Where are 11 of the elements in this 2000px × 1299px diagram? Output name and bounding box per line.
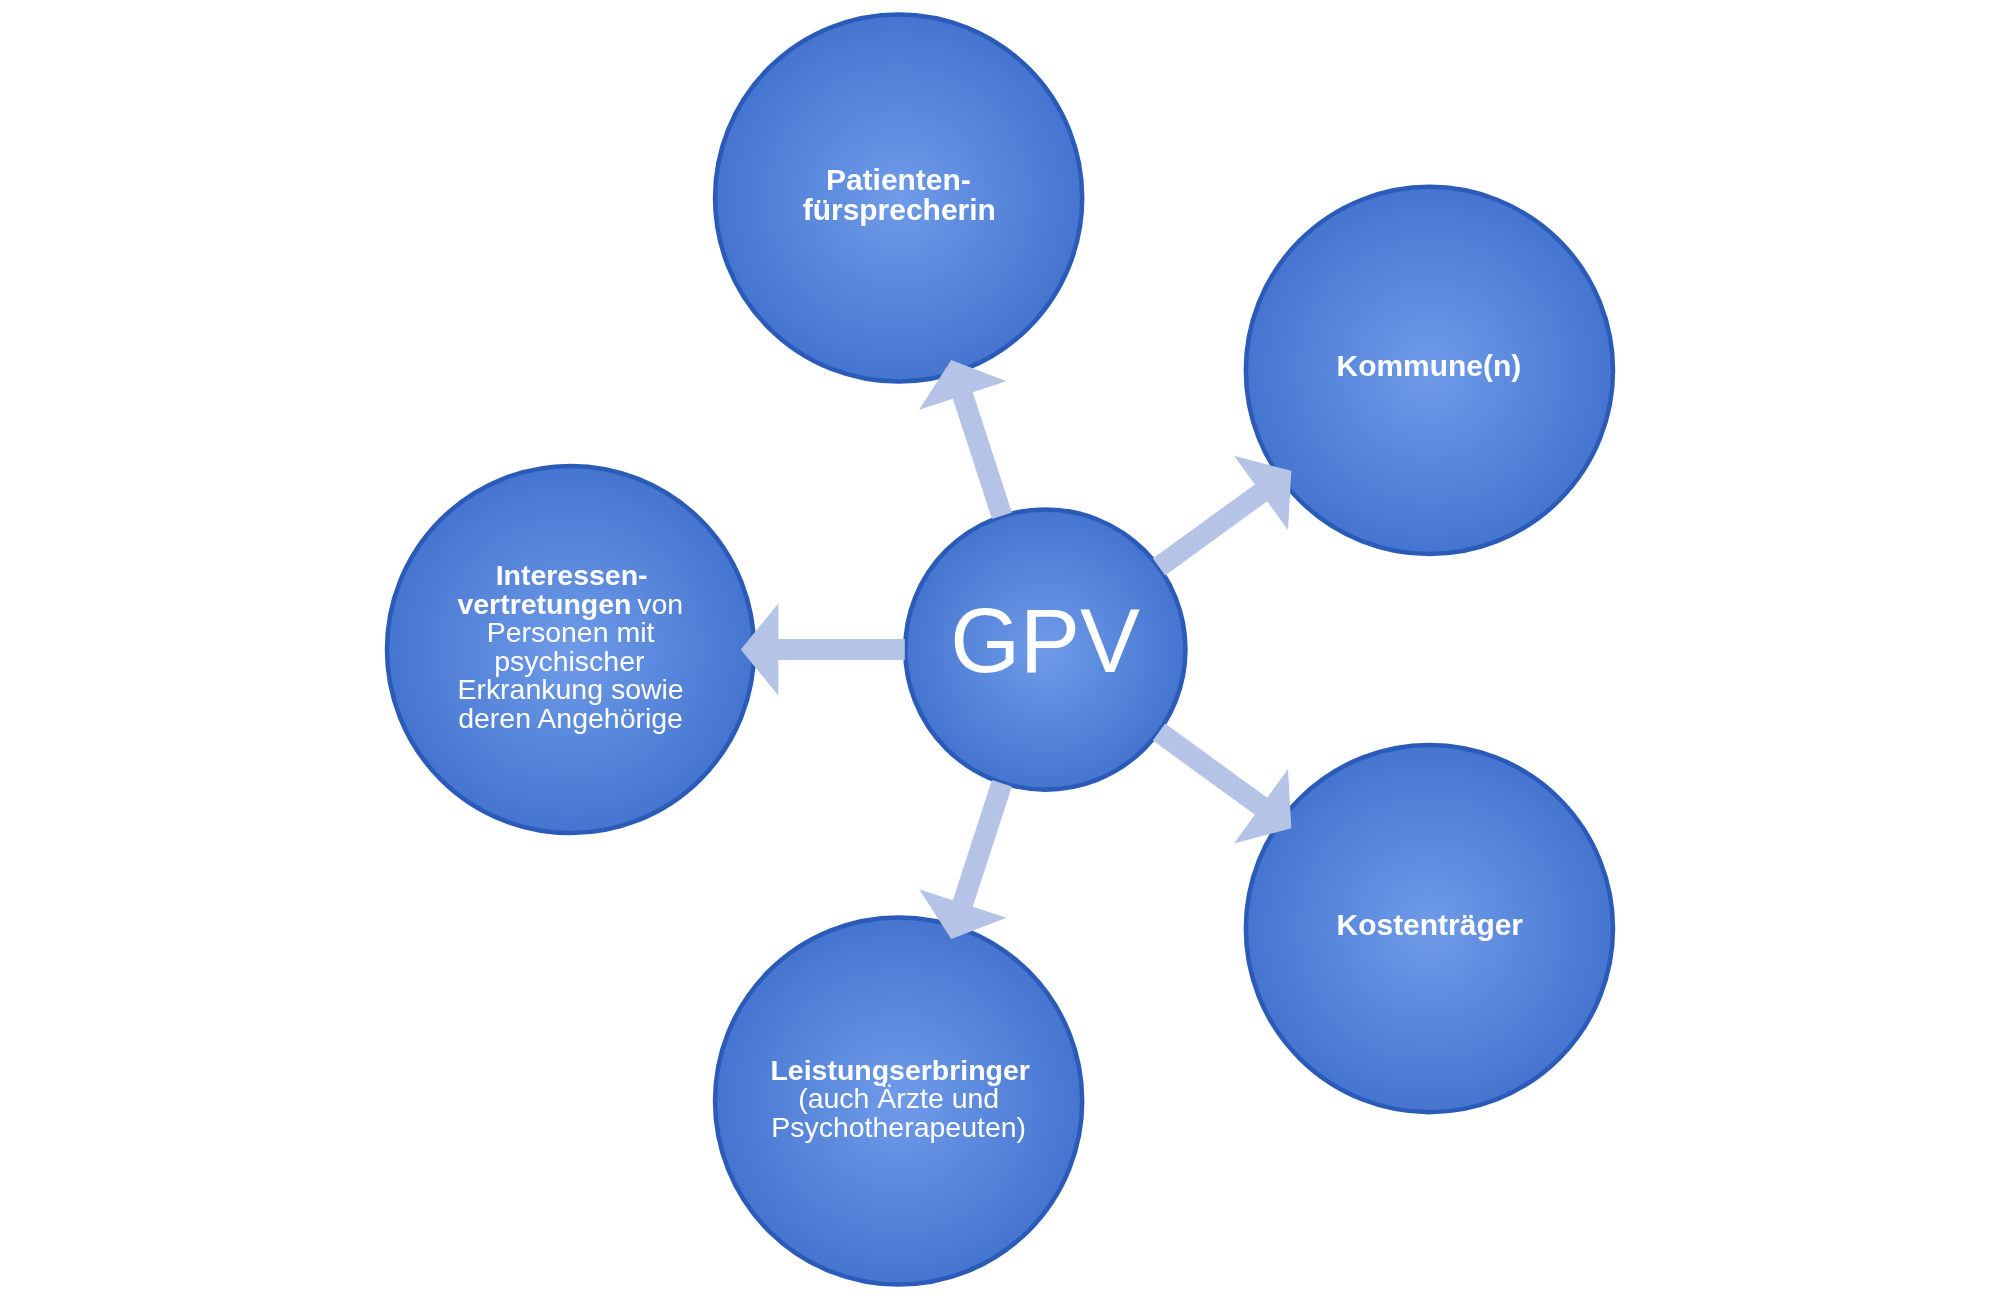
- arrow: [740, 603, 905, 696]
- arrow: [919, 359, 1012, 520]
- node-circle: Leistungserbringer (auch Ärzte und Psychotherapeuten): [712, 915, 1085, 1287]
- node-circle: Interessen- vertretungen von Personen mit psychischer Erkrankung sowie deren Angehörige: [384, 463, 757, 836]
- node-circle: Patienten- fürsprecherin: [712, 12, 1085, 384]
- node-circle: GPV: [902, 507, 1188, 792]
- node-circle: Kostenträger: [1243, 742, 1616, 1115]
- arrow: [1152, 455, 1292, 576]
- node-circle: Kommune(n): [1243, 184, 1616, 557]
- arrow: [919, 779, 1012, 940]
- arrow: [1152, 723, 1292, 844]
